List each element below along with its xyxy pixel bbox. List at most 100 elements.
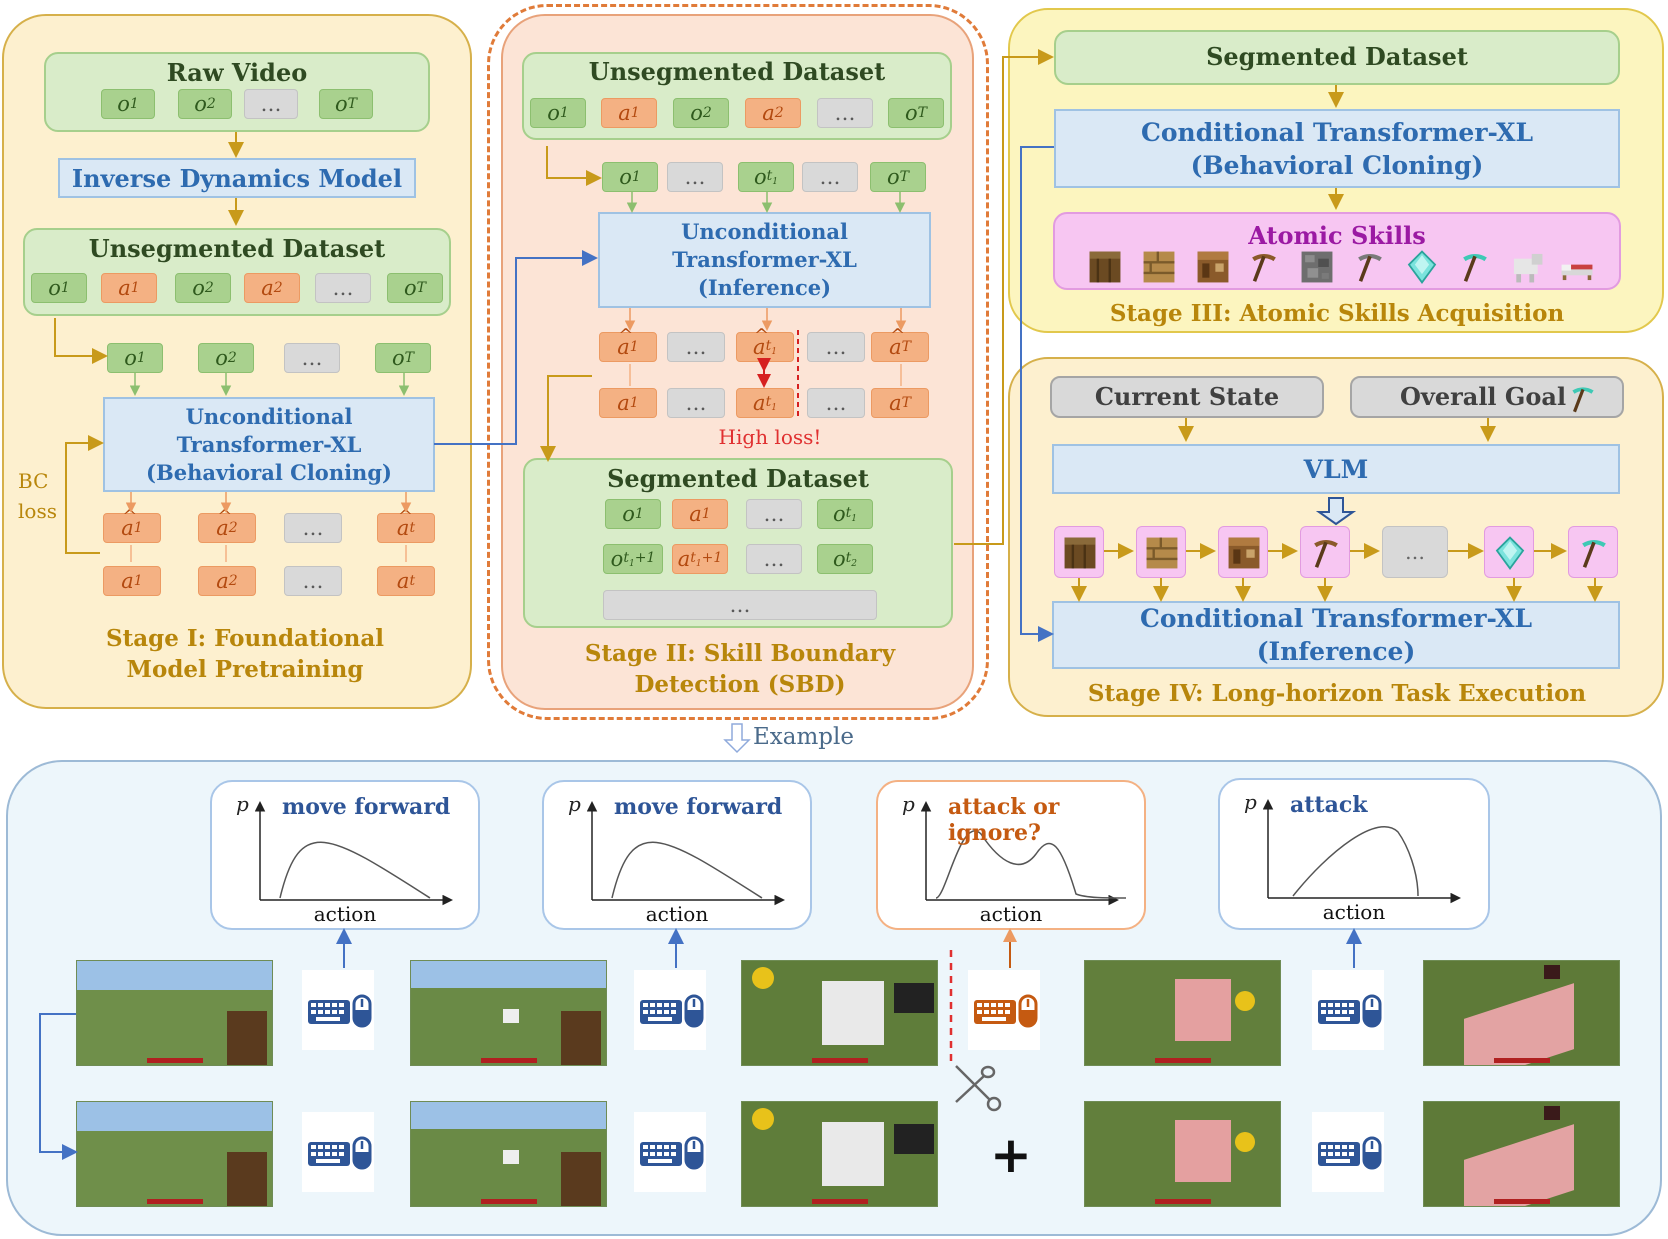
action-token: a^2 [198, 506, 256, 543]
diamond-pickaxe-icon [1456, 248, 1494, 286]
ellipsis-token: … [746, 544, 802, 574]
keyboard-mouse-icon [302, 970, 374, 1050]
ellipsis-token: … [746, 499, 802, 529]
stage2-transformer: Unconditional Transformer-XL (Inference) [598, 212, 931, 308]
game-frame [1423, 960, 1620, 1066]
high-loss-label: High loss! [718, 425, 822, 449]
chart-title: move forward [282, 794, 451, 820]
vlm-label: VLM [1303, 454, 1369, 484]
keyboard-mouse-icon [302, 1112, 374, 1192]
cobblestone-icon [1298, 248, 1336, 286]
overall-goal-label: Overall Goal [1400, 382, 1567, 411]
ellipsis-token: … [802, 162, 858, 192]
plan-step-diamond-icon [1484, 526, 1534, 578]
stage-title-line: Model Pretraining [126, 656, 364, 683]
inverse-dynamics-model: Inverse Dynamics Model [58, 158, 416, 198]
ellipsis-token: … [667, 332, 725, 362]
chart-xlabel: action [645, 902, 709, 926]
log-icon [1086, 248, 1124, 286]
model-line: (Inference) [1256, 637, 1416, 666]
overall-goal-box: Overall Goal [1350, 376, 1624, 418]
distribution-curve [611, 841, 763, 899]
chart-title: attack or ignore? [948, 794, 1060, 846]
vlm-box: VLM [1052, 444, 1620, 494]
stage4-transformer: Conditional Transformer-XL (Inference) [1052, 601, 1620, 669]
current-state-label: Current State [1094, 382, 1280, 411]
game-frame [741, 1101, 938, 1207]
action-token: a^t [377, 506, 435, 543]
action-token: a^t1 [736, 325, 794, 362]
keyboard-mouse-icon [1312, 1112, 1384, 1192]
stage2-unsegmented-title: Unsegmented Dataset [588, 57, 886, 86]
ellipsis-token: … [315, 273, 371, 303]
stage3-transformer: Conditional Transformer-XL (Behavioral C… [1054, 109, 1620, 188]
plus-sign: + [990, 1126, 1032, 1184]
chart-title: move forward [614, 794, 783, 820]
raw-video-title: Raw Video [166, 58, 308, 87]
stage2-unsegmented-box: Unsegmented Dataset [522, 52, 952, 140]
ellipsis-token: … [284, 343, 340, 373]
game-frame [1423, 1101, 1620, 1207]
ellipsis-token: … [667, 388, 725, 418]
atomic-skills-title: Atomic Skills [1248, 221, 1426, 250]
stage4-title: Stage IV: Long-horizon Task Execution [1087, 680, 1587, 707]
keyboard-mouse-icon [968, 970, 1040, 1050]
stage-title-line: Stage II: Skill Boundary [584, 640, 896, 667]
current-state-box: Current State [1050, 376, 1324, 418]
plan-step-diamond-pickaxe-icon [1568, 526, 1618, 578]
stage3-title: Stage III: Atomic Skills Acquisition [1109, 300, 1565, 327]
stage1-title: Stage I: Foundational Model Pretraining [70, 623, 420, 685]
bc-loss-line: BC [18, 469, 49, 493]
ellipsis-token: … [817, 98, 873, 128]
game-frame [76, 960, 273, 1066]
chart-title: attack [1290, 792, 1368, 818]
ellipsis-token: … [667, 162, 723, 192]
distribution-curve [279, 841, 431, 899]
chart-ylabel: p [568, 792, 581, 816]
wooden-pickaxe-icon [1245, 248, 1283, 286]
stone-pickaxe-icon [1351, 248, 1389, 286]
stage2-segmented-box: Segmented Dataset [523, 458, 953, 628]
chart-xlabel: action [1322, 900, 1386, 924]
plan-step-log-icon [1054, 526, 1104, 578]
idm-label: Inverse Dynamics Model [71, 163, 403, 193]
stage-title-line: Stage I: Foundational [105, 625, 385, 652]
distribution-curve [1292, 826, 1419, 897]
keyboard-mouse-icon [634, 970, 706, 1050]
model-line: (Behavioral Cloning) [146, 459, 392, 485]
model-line: Conditional Transformer-XL [1139, 604, 1533, 633]
ellipsis-token: … [244, 89, 298, 119]
action-token: a^1 [103, 506, 161, 543]
bc-loss-label: BC loss [18, 466, 68, 526]
planks-icon [1140, 248, 1178, 286]
chart-xlabel: action [979, 902, 1043, 926]
action-token: a^1 [599, 325, 657, 362]
chart-ylabel: p [902, 792, 915, 816]
chart-axes [920, 801, 1127, 906]
game-frame [410, 1101, 607, 1207]
game-frame [1084, 1101, 1281, 1207]
stage-title-line: Detection (SBD) [634, 671, 846, 698]
stage3-segmented-box: Segmented Dataset [1054, 30, 1620, 85]
plan-step-planks-icon [1136, 526, 1186, 578]
ellipsis-token: … [284, 513, 342, 543]
